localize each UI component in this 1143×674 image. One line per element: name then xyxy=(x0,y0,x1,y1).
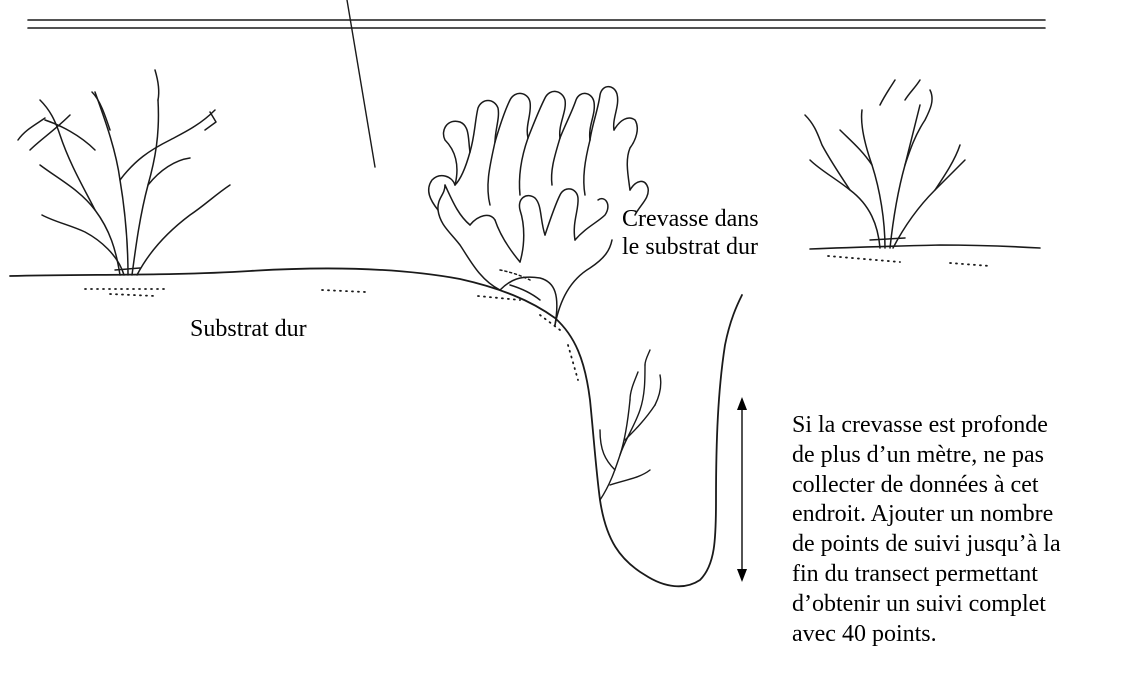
right-branching-bush xyxy=(805,80,965,248)
transect-line xyxy=(347,0,375,167)
arrow-head-down-icon xyxy=(737,569,747,582)
substrate-right xyxy=(810,245,1040,249)
left-branching-bush xyxy=(18,70,230,275)
arrow-head-up-icon xyxy=(737,397,747,410)
instruction-note: Si la crevasse est profonde de plus d’un… xyxy=(792,411,1061,649)
crevasse-small-bush xyxy=(600,350,661,500)
crevasse-label: Crevasse dans le substrat dur xyxy=(622,205,759,261)
center-finger-coral xyxy=(429,87,649,325)
hard-substrate-label: Substrat dur xyxy=(190,315,307,343)
water-surface xyxy=(28,20,1045,28)
